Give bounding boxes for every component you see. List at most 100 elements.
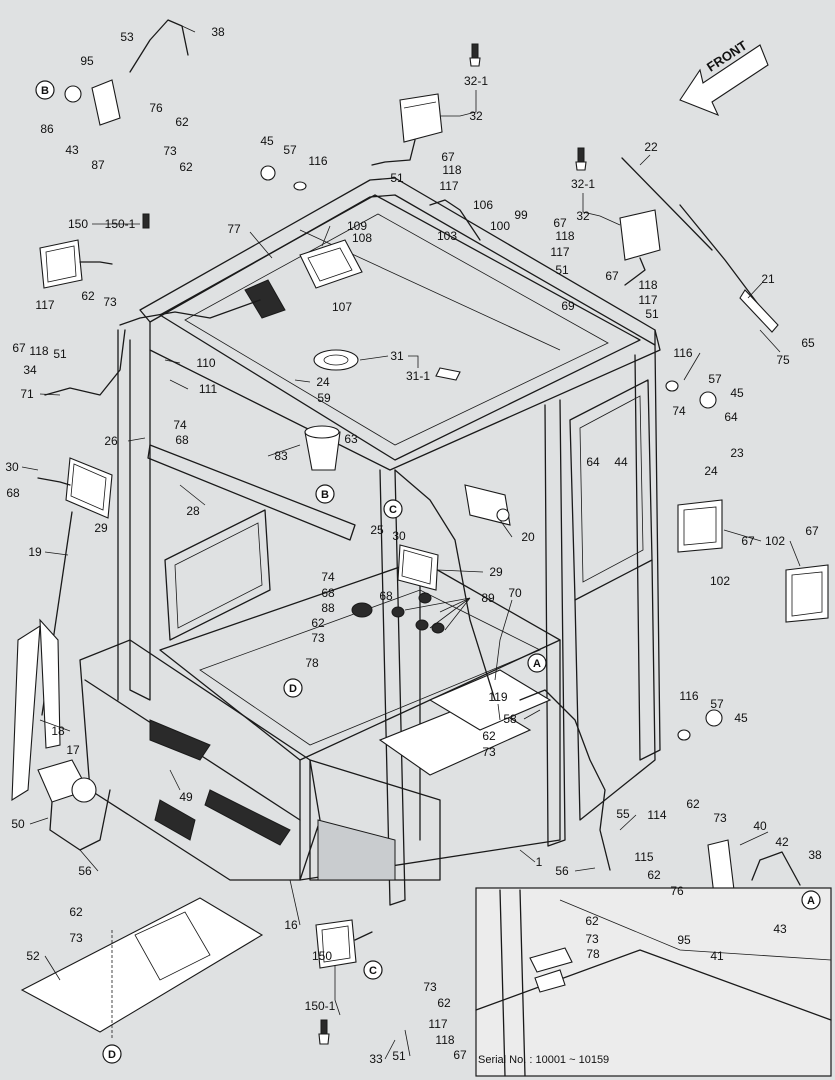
part-callout: 150-1 <box>305 999 336 1013</box>
part-callout: 116 <box>308 154 327 168</box>
part-callout: 21 <box>761 272 775 286</box>
part-callout: 56 <box>555 864 569 878</box>
part-callout: 30 <box>5 460 19 474</box>
washer-tank-icon <box>37 759 111 851</box>
part-callout: 19 <box>28 545 42 559</box>
serial-number-note: Serial No. : 10001 ~ 10159 <box>478 1054 610 1066</box>
work-lamp-rear-icon <box>371 93 443 166</box>
window-seal-icon <box>677 499 829 623</box>
part-callout: 150 <box>68 217 88 231</box>
part-callout: 32 <box>469 109 483 123</box>
part-callout: 29 <box>94 521 108 535</box>
part-callout: 51 <box>555 263 569 277</box>
part-callout: 73 <box>311 631 325 645</box>
part-callout: 117 <box>428 1017 447 1031</box>
part-callout: 119 <box>488 690 507 704</box>
reference-circle-icon: B <box>315 484 335 504</box>
part-callout: 102 <box>765 534 785 548</box>
part-callout: 62 <box>437 996 451 1010</box>
cup-holder-icon <box>304 425 341 471</box>
part-callout: 86 <box>40 122 54 136</box>
part-callout: 67 <box>553 216 567 230</box>
part-callout: 59 <box>317 391 331 405</box>
part-callout: 74 <box>173 418 187 432</box>
part-callout: 118 <box>435 1033 454 1047</box>
part-callout: 73 <box>713 811 727 825</box>
part-callout: 116 <box>673 346 692 360</box>
part-callout: 25 <box>370 523 384 537</box>
part-callout: 111 <box>199 382 218 396</box>
part-callout: 95 <box>80 54 94 68</box>
part-callout: 33 <box>369 1052 383 1066</box>
part-callout: 78 <box>586 947 600 961</box>
reference-circle-letter: A <box>533 658 541 670</box>
part-callout: 68 <box>321 586 335 600</box>
part-callout: 56 <box>78 864 92 878</box>
work-lamp-side-icon <box>39 239 113 289</box>
part-callout: 64 <box>586 455 600 469</box>
part-callout: 31-1 <box>406 369 430 383</box>
part-callout: 34 <box>23 363 37 377</box>
part-callout: 73 <box>69 931 83 945</box>
part-callout: 150 <box>312 949 332 963</box>
part-callout: 51 <box>53 347 67 361</box>
part-callout: 117 <box>550 245 569 259</box>
reference-circle-letter: A <box>807 895 815 907</box>
part-callout: 51 <box>645 307 659 321</box>
part-callout: 73 <box>163 144 177 158</box>
fan-icon <box>464 484 511 526</box>
reference-circle-icon: A <box>801 890 821 910</box>
part-callout: 114 <box>647 808 666 822</box>
part-callout: 43 <box>65 143 79 157</box>
part-callout: 38 <box>211 25 225 39</box>
part-callout: 67 <box>605 269 619 283</box>
part-callout: 117 <box>638 293 657 307</box>
part-callout: 57 <box>710 697 724 711</box>
part-callout: 44 <box>614 455 628 469</box>
part-callout: 75 <box>776 353 790 367</box>
reference-circle-icon: C <box>383 499 403 519</box>
part-callout: 115 <box>634 850 653 864</box>
part-callout: 45 <box>734 711 748 725</box>
part-callout: 62 <box>81 289 95 303</box>
leader-lines <box>21 25 801 1060</box>
floor-mat-icon <box>20 897 264 1040</box>
part-callout: 68 <box>6 486 20 500</box>
part-callout: 76 <box>670 884 684 898</box>
room-lamp-icon <box>313 349 461 381</box>
part-callout: 26 <box>104 434 118 448</box>
part-callout: 117 <box>439 179 458 193</box>
part-callout: 67 <box>441 150 455 164</box>
radio-unit-icon <box>244 239 363 319</box>
reference-circle-letter: B <box>41 85 49 97</box>
part-callout: 67 <box>12 341 26 355</box>
part-callout: 62 <box>175 115 189 129</box>
reference-circle-icon: D <box>283 678 303 698</box>
part-callout: 69 <box>561 299 575 313</box>
part-callout: 73 <box>585 932 599 946</box>
wiper-blade-front-icon <box>621 157 779 333</box>
part-callout: 31 <box>390 349 404 363</box>
part-callout: 24 <box>704 464 718 478</box>
part-callout: 40 <box>753 819 767 833</box>
part-callout: 17 <box>66 743 80 757</box>
part-callout: 24 <box>316 375 330 389</box>
bulb-icon <box>142 43 587 1045</box>
part-callout: 52 <box>26 949 40 963</box>
part-callout: 20 <box>521 530 535 544</box>
mirror-left-icon <box>37 457 113 519</box>
part-callout: 28 <box>186 504 200 518</box>
part-callout: 99 <box>514 208 528 222</box>
work-lamp-lower-icon <box>315 919 373 969</box>
part-callout: 16 <box>284 918 298 932</box>
part-callout: 65 <box>801 336 815 350</box>
part-callout: 22 <box>644 140 658 154</box>
part-callout: 106 <box>473 198 493 212</box>
part-callout: 103 <box>437 229 457 243</box>
part-callout: 118 <box>29 344 48 358</box>
reference-circle-letter: C <box>369 965 377 977</box>
part-callout: 18 <box>51 724 65 738</box>
part-callout: 118 <box>555 229 574 243</box>
part-callout: 107 <box>332 300 352 314</box>
part-callout: 116 <box>679 689 698 703</box>
